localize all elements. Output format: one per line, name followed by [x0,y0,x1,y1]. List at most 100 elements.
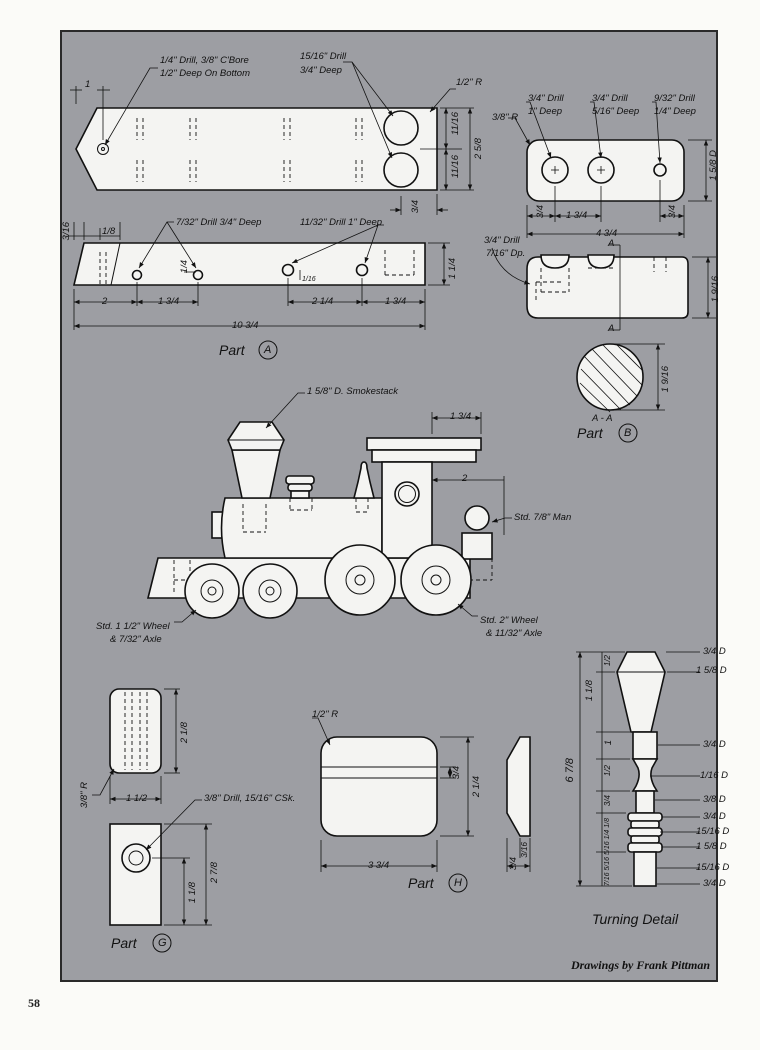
dim-t-d-15-16-b: 15/16 D [696,862,730,873]
dim-t-d-3-4-bottom: 3/4 D [703,878,726,889]
part-a-drill-label: 15/16" Drill [300,51,347,62]
part-a-badge [258,340,278,360]
section-marker-bottom: A [608,323,615,334]
part-b-drill-c-2: 1/4" Deep [654,106,696,117]
turning-detail [576,651,700,887]
part-a-drill-label-2: 3/4" Deep [300,65,342,76]
dim-a-3-16: 3/16 [61,222,72,241]
dim-t-d-1-5-8-b: 1 5/8 D [696,841,727,852]
dim-t-d-3-8: 3/8 D [703,794,726,805]
dim-b-3-4-right: 3/4 [667,205,678,219]
dim-t-total: 6 7/8 [564,758,576,783]
part-a-side-view [68,221,450,330]
part-a-counterbore-label-2: 1/2" Deep On Bottom [160,68,250,79]
dim-a-2-5-8: 2 5/8 [473,138,484,160]
part-a-letter: A [264,344,272,356]
dim-a-2-1-4: 2 1/4 [312,296,334,307]
page-number: 58 [28,996,40,1010]
dim-t-1: 1 [603,740,614,746]
dim-t-d-3-4-low: 3/4 D [703,811,726,822]
part-g-title: Part [111,935,137,951]
dim-a-3-4: 3/4 [410,200,421,214]
dim-g-1-1-8: 1 1/8 [187,882,198,904]
section-a-a-label: A - A [592,413,613,424]
dim-a-1-4: 1/4 [179,260,190,274]
locomotive-assembly [146,392,512,623]
dim-t-3-4: 3/4 [603,795,612,807]
dim-b-1-9-16: 1 9/16 [710,276,721,303]
dim-a-1-16: 1/16 [302,276,316,283]
dim-g-1-1-2: 1 1/2 [126,793,148,804]
part-g-views [92,688,212,926]
dim-g-2-7-8: 2 7/8 [209,862,220,884]
part-a-title: Part [219,342,245,358]
dim-a-11-16-bottom: 11/16 [450,155,461,179]
part-a-top-view [70,61,474,215]
dim-h-3-3-4: 3 3/4 [368,860,390,871]
dim-h-3-4-b: 3/4 [508,857,519,871]
dim-t-d-1-16: 1/16 D [700,770,728,781]
dim-h-3-4: 3/4 [451,766,462,780]
small-wheel-label: Std. 1 1/2" Wheel [96,621,170,632]
dim-h-2-1-4: 2 1/4 [471,776,482,798]
part-h-letter: H [454,877,462,889]
std-man-label: Std. 7/8" Man [514,512,572,523]
part-g-drill-label: 3/8" Drill, 15/16" CSk. [204,793,296,804]
part-b-badge [618,423,638,443]
dim-t-d-3-4-mid: 3/4 D [703,739,726,750]
dim-loco-1-3-4: 1 3/4 [450,411,472,422]
part-b-side-drill-2: 7/16" Dp. [486,248,526,259]
small-wheel-label-2: & 7/32" Axle [110,634,162,645]
dim-t-d-15-16: 15/16 D [696,826,730,837]
dim-a-10-3-4: 10 3/4 [232,320,259,331]
drawing-credit: Drawings by Frank Pittman [570,958,710,972]
part-b-side-drill: 3/4" Drill [484,235,520,246]
large-wheel-label: Std. 2" Wheel [480,615,538,626]
part-g-r-label: 3/8" R [79,782,90,809]
part-b-drill-b: 3/4" Drill [592,93,628,104]
part-b-drill-c: 9/32" Drill [654,93,695,104]
dim-b-1-9-16-section: 1 9/16 [660,366,671,393]
part-b-drill-a: 3/4" Drill [528,93,564,104]
part-b-top-view [508,101,712,238]
part-a-radius-label: 1/2" R [456,77,483,88]
dim-loco-2: 2 [462,473,468,484]
part-b-letter: B [624,427,632,439]
part-a-counterbore-label: 1/4" Drill, 3/8" C'Bore [160,55,249,66]
section-a-a [576,343,665,413]
part-a-axle-drill-label: 11/32" Drill 1" Deep [300,217,383,228]
dim-a-11-16-top: 11/16 [450,112,461,136]
dim-a-2: 2 [102,296,108,307]
part-h-badge [448,873,468,893]
part-g-letter: G [158,937,167,949]
dim-a-1-3-4: 1 3/4 [158,296,180,307]
part-b-drill-b-2: 5/16" Deep [592,106,640,117]
dim-g-2-1-8: 2 1/8 [179,722,190,744]
part-b-side-view [491,244,716,331]
dim-t-1-1-8: 1 1/8 [584,680,595,702]
turning-detail-title: Turning Detail [592,911,679,927]
dim-t-d-3-4-top: 3/4 D [703,646,726,657]
dim-t-1-2-a: 1/2 [603,655,612,667]
part-h-r-label: 1/2" R [312,709,339,720]
smokestack-label: 1 5/8" D. Smokestack [307,386,399,397]
dim-h-3-16: 3/16 [520,842,529,858]
part-b-drill-a-2: 1" Deep [528,106,563,117]
dim-t-d-1-5-8: 1 5/8 D [696,665,727,676]
large-wheel-label-2: & 11/32" Axle [486,628,543,639]
dim-b-3-4-left: 3/4 [535,205,546,219]
dim-a-1-3-4-b: 1 3/4 [385,296,407,307]
part-g-badge [152,933,172,953]
section-marker-top: A [608,238,615,249]
part-a-small-drill-label: 7/32" Drill 3/4" Deep [176,217,262,228]
dim-t-small-stack: 7/16 5/16 5/16 1/4 1/8 [604,818,611,887]
part-b-title: Part [577,425,603,441]
part-b-r-label: 3/8" R [492,112,519,123]
dim-b-1-3-4: 1 3/4 [566,210,588,221]
dim-b-1-5-8-d: 1 5/8 D [708,150,719,181]
part-h-views [312,717,531,872]
dim-a-1: 1 [85,79,91,90]
part-h-title: Part [408,875,434,891]
dim-a-1-1-4: 1 1/4 [447,258,458,280]
